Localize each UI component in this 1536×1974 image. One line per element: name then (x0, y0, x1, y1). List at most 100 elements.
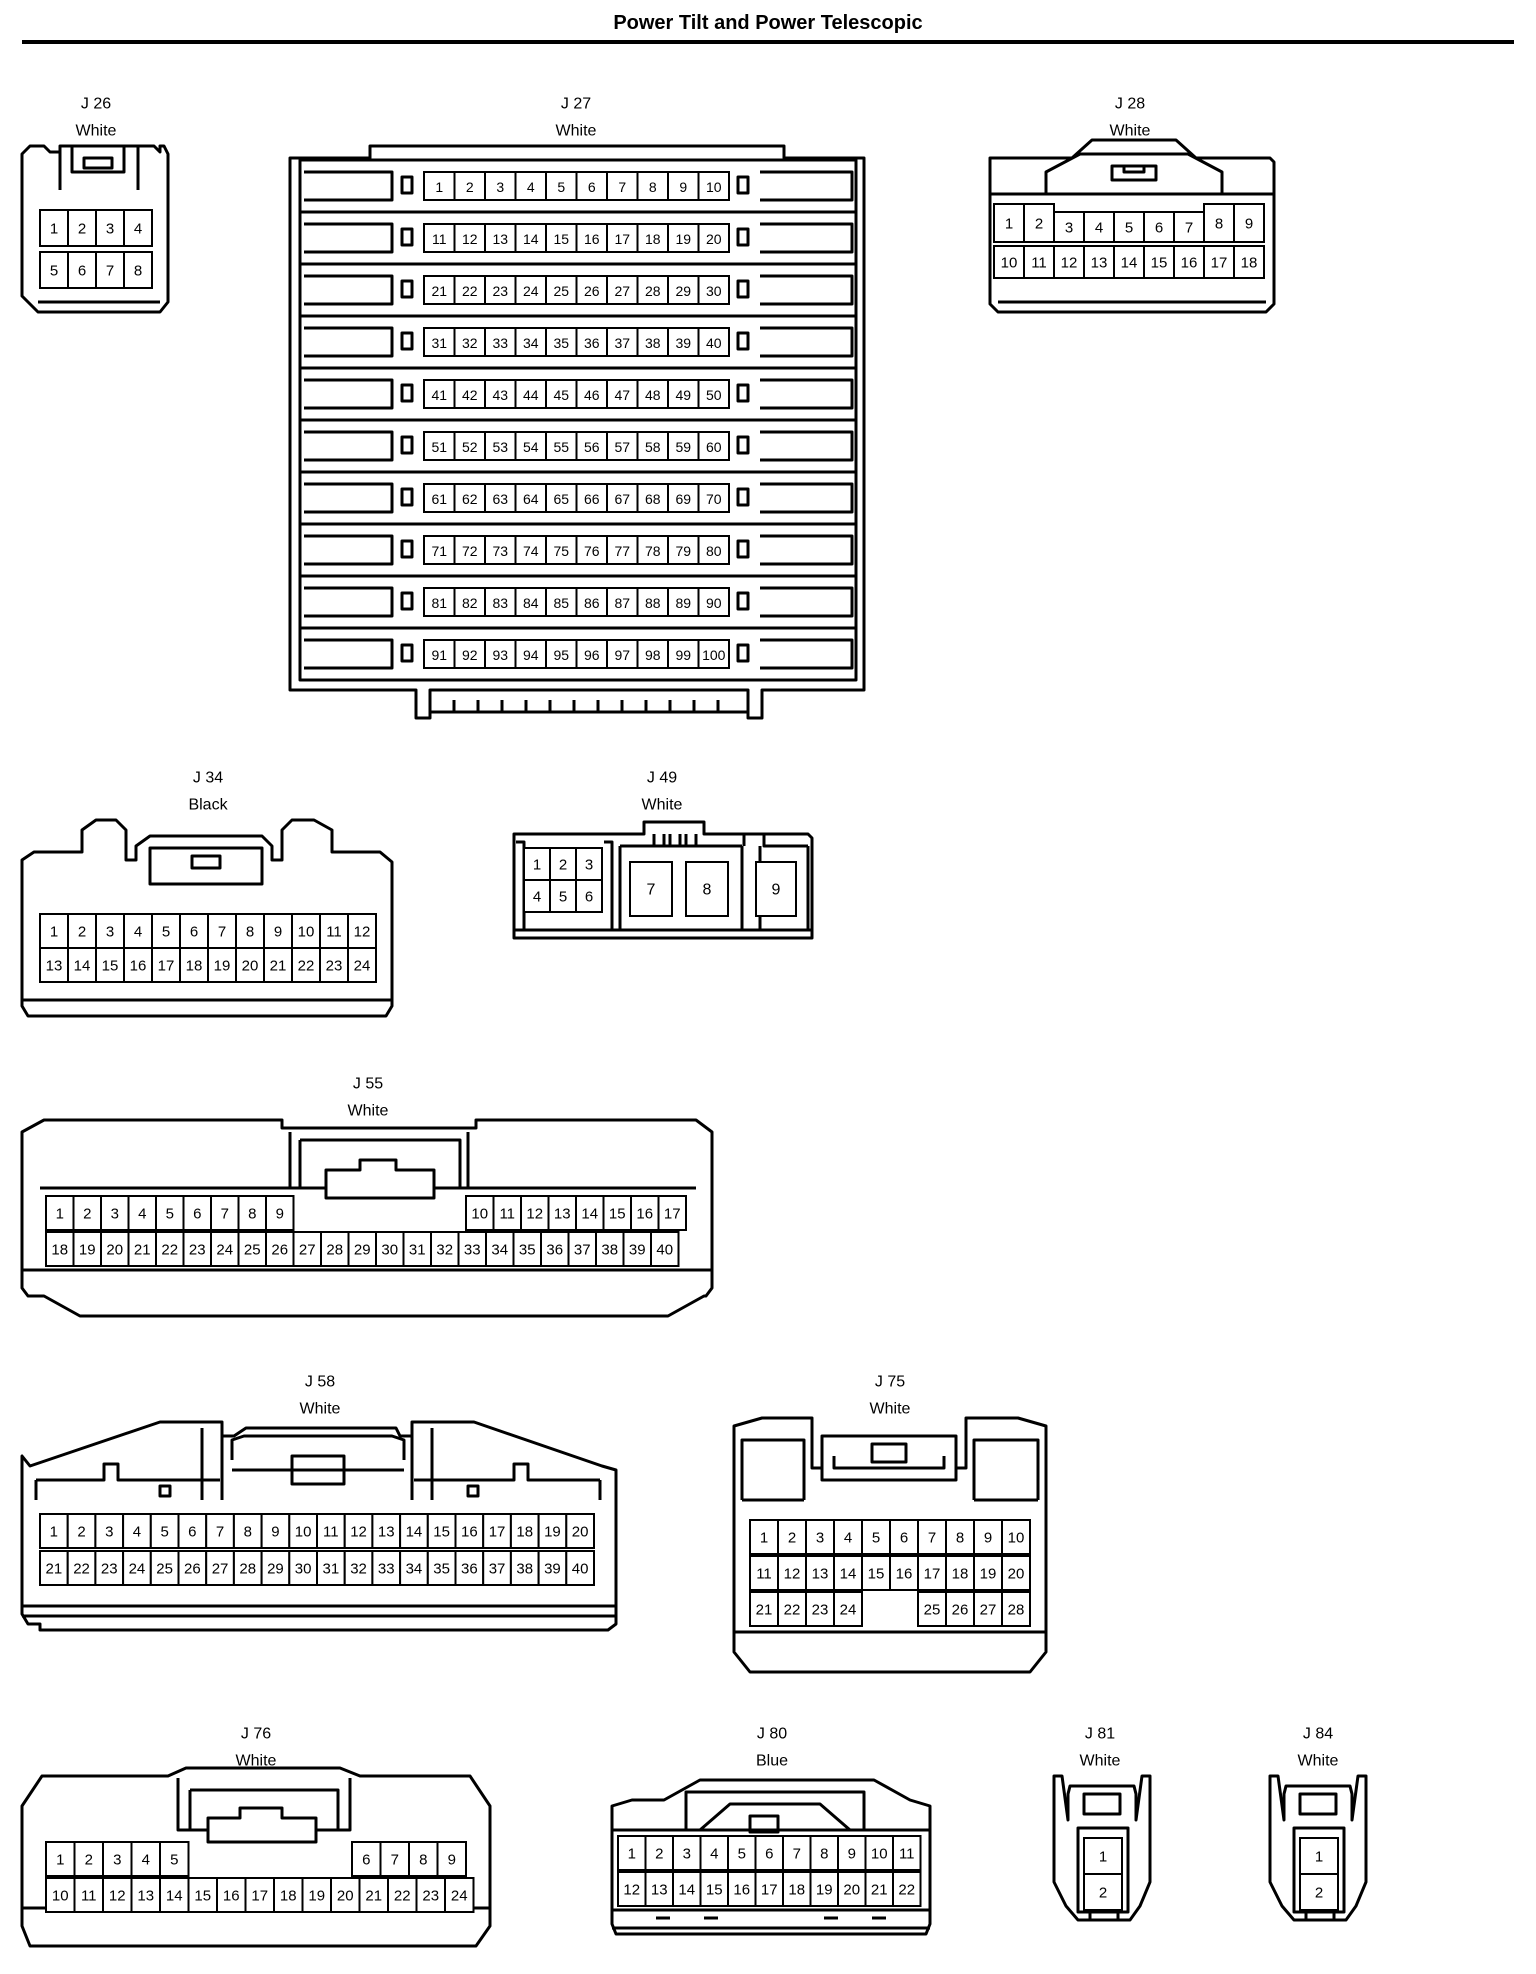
pin-j26-4: 4 (123, 209, 153, 247)
pin-j80-18: 18 (782, 1871, 812, 1907)
pin-cell (833, 1591, 863, 1627)
pin-j58-39: 39 (537, 1550, 568, 1586)
pin-number: 11 (899, 1846, 915, 1863)
pin-cell (232, 1513, 263, 1549)
pin-j27-95: 95 (545, 639, 578, 669)
pin-cell (179, 947, 209, 983)
pin-number: 38 (645, 335, 661, 351)
pin-cell (1083, 245, 1115, 279)
pin-j27-19: 19 (667, 223, 700, 253)
pin-j55-8: 8 (237, 1195, 267, 1231)
pin-j27-10: 10 (697, 171, 730, 201)
pin-cell (514, 223, 547, 253)
pin-j55-33: 33 (457, 1231, 487, 1267)
pin-cell (1173, 245, 1205, 279)
pin-cell (484, 379, 517, 409)
pin-j55-40: 40 (650, 1231, 680, 1267)
pin-cell (636, 171, 669, 201)
pin-j76-17: 17 (244, 1877, 275, 1913)
pin-cell (837, 1835, 867, 1871)
pin-cell (39, 947, 69, 983)
pin-cell (182, 1231, 212, 1267)
connector-j80-color: Blue (756, 1753, 788, 1770)
pin-number: 21 (270, 958, 287, 975)
pin-cell (782, 1871, 812, 1907)
pin-number: 68 (645, 491, 661, 507)
pin-cell (375, 1231, 405, 1267)
pin-number: 52 (462, 439, 478, 455)
pin-cell (453, 535, 486, 565)
pin-j27-39: 39 (667, 327, 700, 357)
pin-j75-9: 9 (973, 1519, 1003, 1555)
pin-number: 2 (85, 1852, 93, 1869)
title-rule (22, 40, 1514, 44)
pin-j58-26: 26 (177, 1550, 208, 1586)
pin-number: 33 (492, 335, 508, 351)
pin-cell (697, 639, 730, 669)
pin-j80-1: 1 (617, 1835, 647, 1871)
pin-cell (67, 947, 97, 983)
pin-j27-36: 36 (575, 327, 608, 357)
pin-j26-5: 5 (39, 251, 69, 289)
pin-j27-89: 89 (667, 587, 700, 617)
pin-j34-7: 7 (207, 913, 237, 949)
pin-cell (644, 1835, 674, 1871)
pin-number: 71 (431, 543, 447, 559)
pin-j76-4: 4 (130, 1841, 161, 1877)
pin-j27-31: 31 (423, 327, 456, 357)
pin-cell (67, 913, 97, 949)
pin-number: 5 (557, 179, 565, 195)
pin-j27-93: 93 (484, 639, 517, 669)
pin-cell (864, 1835, 894, 1871)
pin-cell (545, 535, 578, 565)
pin-j27-85: 85 (545, 587, 578, 617)
pin-number: 27 (299, 1242, 316, 1259)
pin-number: 70 (706, 491, 722, 507)
pin-j76-2: 2 (73, 1841, 104, 1877)
pin-number: 56 (584, 439, 600, 455)
pin-j55-20: 20 (100, 1231, 130, 1267)
pin-number: 37 (614, 335, 630, 351)
pin-number: 19 (79, 1242, 96, 1259)
pin-j75-19: 19 (973, 1555, 1003, 1591)
pin-cell (430, 1231, 460, 1267)
pin-j27-6: 6 (575, 171, 608, 201)
pin-j76-11: 11 (73, 1877, 104, 1913)
pin-cell (207, 947, 237, 983)
page-title: Power Tilt and Power Telescopic (613, 12, 923, 34)
pin-number: 23 (422, 1888, 439, 1905)
pin-number: 4 (533, 889, 541, 906)
pin-j27-61: 61 (423, 483, 456, 513)
connector-j84-id: J 84 (1303, 1726, 1333, 1743)
pin-number: 63 (492, 491, 508, 507)
pin-j34-2: 2 (67, 913, 97, 949)
pin-number: 9 (679, 179, 687, 195)
pin-j27-15: 15 (545, 223, 578, 253)
pin-cell (465, 1195, 495, 1231)
pin-j75-21: 21 (749, 1591, 779, 1627)
pin-j27-70: 70 (697, 483, 730, 513)
pin-j58-14: 14 (399, 1513, 429, 1549)
pin-cell (436, 1841, 467, 1877)
pin-j81-2: 2 (1083, 1873, 1123, 1911)
pin-cell (1299, 1837, 1339, 1875)
pin-j27-51: 51 (423, 431, 456, 461)
pin-cell (1053, 211, 1085, 243)
pin-number: 13 (554, 1206, 571, 1223)
pin-cell (102, 1841, 133, 1877)
pin-number: 22 (161, 1242, 178, 1259)
pin-j27-4: 4 (514, 171, 547, 201)
pin-j55-7: 7 (210, 1195, 240, 1231)
pin-number: 13 (46, 958, 63, 975)
pin-j76-16: 16 (216, 1877, 247, 1913)
pin-number: 84 (523, 595, 539, 611)
pin-cell (187, 1877, 218, 1913)
pin-j55-17: 17 (657, 1195, 687, 1231)
connector-j75-id: J 75 (875, 1374, 905, 1391)
pin-number: 30 (381, 1242, 398, 1259)
pin-j27-55: 55 (545, 431, 578, 461)
pin-j27-63: 63 (484, 483, 517, 513)
pin-number: 6 (585, 889, 593, 906)
pin-number: 36 (546, 1242, 563, 1259)
pin-j27-56: 56 (575, 431, 608, 461)
